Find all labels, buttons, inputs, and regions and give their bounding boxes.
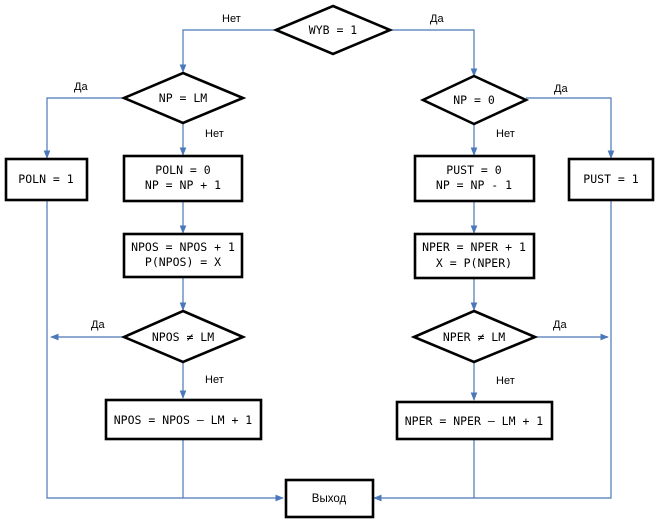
edge-labels: Нет Да Да Нет Да Нет Да Нет Да Нет bbox=[74, 13, 568, 387]
decision-wyb: WYB = 1 bbox=[272, 4, 394, 56]
connectors bbox=[43, 29, 615, 502]
edge-poln1-exit bbox=[46, 200, 284, 502]
edge-label-nper-no: Нет bbox=[496, 375, 515, 387]
process-pust-zero: PUST = 0 NP = NP - 1 bbox=[413, 154, 536, 203]
decision-npos-ne-label: NPOS ≠ LM bbox=[152, 330, 214, 344]
decision-np-zero-label: NP = 0 bbox=[453, 93, 495, 107]
edge-npzero-yes bbox=[526, 97, 615, 159]
process-npos-wrap-label: NPOS = NPOS – LM + 1 bbox=[114, 413, 253, 427]
decision-np-lm: NP = LM bbox=[120, 71, 247, 125]
terminal-exit-label: Выход bbox=[312, 493, 347, 505]
decision-nper-ne-label: NPER ≠ LM bbox=[443, 330, 505, 344]
decision-wyb-label: WYB = 1 bbox=[309, 23, 358, 37]
edge-label-wyb-no: Нет bbox=[222, 13, 241, 25]
edge-label-wyb-yes: Да bbox=[430, 13, 444, 25]
edge-label-npzero-yes: Да bbox=[554, 83, 568, 95]
edge-label-nper-yes: Да bbox=[553, 319, 567, 331]
process-poln-zero-line2: NP = NP + 1 bbox=[145, 178, 221, 192]
process-nper-inc: NPER = NPER + 1 X = P(NPER) bbox=[413, 232, 536, 280]
edge-pust1-exit bbox=[373, 200, 612, 502]
process-nper-inc-line2: X = P(NPER) bbox=[436, 256, 512, 270]
decision-np-zero: NP = 0 bbox=[419, 74, 530, 126]
process-poln-zero-line1: POLN = 0 bbox=[155, 163, 210, 177]
edge-label-npos-yes: Да bbox=[91, 319, 105, 331]
process-nper-wrap-label: NPER = NPER – LM + 1 bbox=[405, 414, 544, 428]
process-npos-inc-line2: P(NPOS) = X bbox=[145, 255, 221, 269]
edge-label-npzero-no: Нет bbox=[496, 128, 515, 140]
decision-nper-ne: NPER ≠ LM bbox=[410, 309, 539, 364]
process-pust-zero-line2: NP = NP - 1 bbox=[436, 178, 512, 192]
process-poln-zero: POLN = 0 NP = NP + 1 bbox=[122, 154, 244, 203]
edge-nplm-yes bbox=[43, 97, 124, 159]
process-npos-wrap: NPOS = NPOS – LM + 1 bbox=[104, 398, 263, 441]
edge-label-nplm-no: Нет bbox=[205, 128, 224, 140]
process-pust-zero-line1: PUST = 0 bbox=[446, 163, 501, 177]
process-nper-inc-line1: NPER = NPER + 1 bbox=[422, 240, 526, 254]
edge-label-npos-no: Нет bbox=[205, 374, 224, 386]
process-pust-one: PUST = 1 bbox=[567, 157, 655, 202]
edge-wyb-no bbox=[179, 29, 276, 73]
process-npos-inc: NPOS = NPOS + 1 P(NPOS) = X bbox=[122, 232, 244, 279]
process-poln-one: POLN = 1 bbox=[4, 157, 89, 202]
decision-npos-ne: NPOS ≠ LM bbox=[120, 309, 247, 364]
process-poln-one-label: POLN = 1 bbox=[18, 172, 73, 186]
process-npos-inc-line1: NPOS = NPOS + 1 bbox=[131, 240, 235, 254]
process-nper-wrap: NPER = NPER – LM + 1 bbox=[395, 400, 554, 441]
decision-np-lm-label: NP = LM bbox=[159, 91, 208, 105]
edge-wyb-yes bbox=[390, 29, 478, 77]
edge-label-nplm-yes: Да bbox=[74, 81, 88, 93]
terminal-exit: Выход bbox=[284, 478, 375, 519]
process-pust-one-label: PUST = 1 bbox=[583, 172, 638, 186]
